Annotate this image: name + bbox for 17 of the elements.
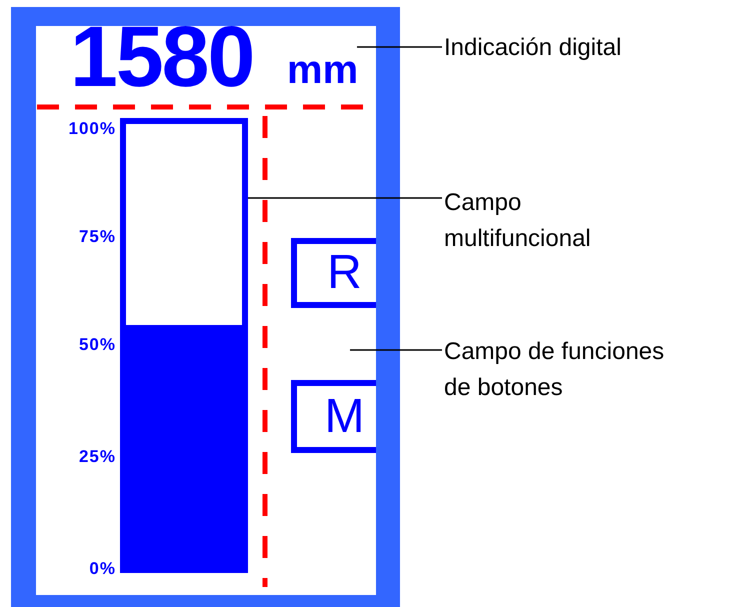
function-button: M xyxy=(291,380,376,453)
display-screen xyxy=(11,7,400,607)
unit-label: mm xyxy=(287,50,358,90)
level-bar-gauge xyxy=(120,118,248,573)
function-button: R xyxy=(291,238,376,308)
scale-label: 100% xyxy=(68,118,116,140)
scale-label: 0% xyxy=(88,558,116,580)
leader-line xyxy=(248,197,442,199)
leader-line xyxy=(357,46,442,48)
callout-text: Campo multifuncional xyxy=(444,185,674,257)
callout-text: Campo de funciones de botones xyxy=(444,334,694,414)
digital-reading: 1580 xyxy=(70,26,254,92)
scale-label: 25% xyxy=(78,446,116,468)
scale-label: 75% xyxy=(78,226,116,248)
callout-text: Indicación digital xyxy=(444,30,704,66)
scale-label: 50% xyxy=(78,334,116,356)
leader-line xyxy=(350,349,442,351)
